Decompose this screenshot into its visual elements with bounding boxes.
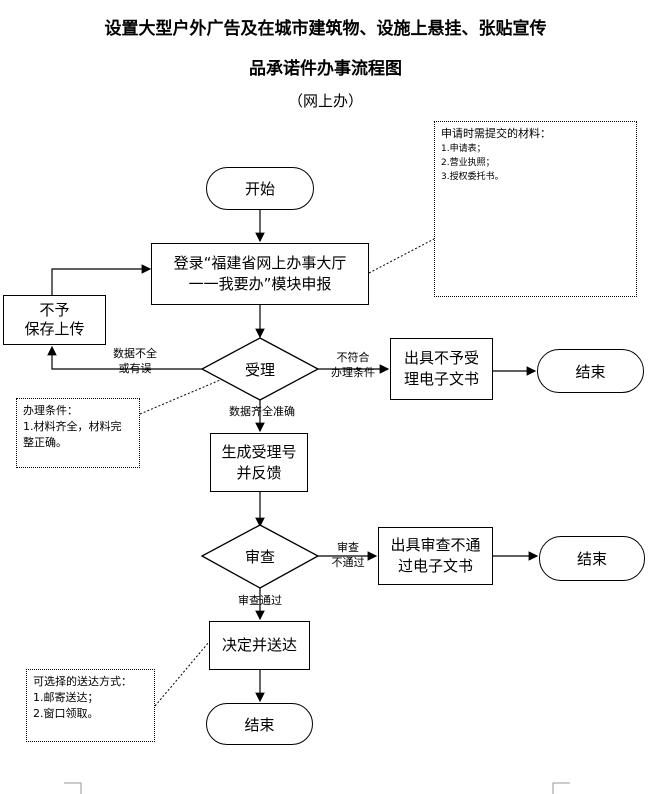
edge-label-incomplete: 数据不全 或有误 (113, 347, 157, 375)
edge-label-pass: 审查通过 (238, 594, 282, 607)
refuse-doc-box: 出具不予受 理电子文书 (390, 338, 493, 400)
review-label: 审查 (244, 548, 275, 566)
edge-label-not-meet: 不符合 办理条件 (331, 351, 375, 379)
conditions-note: 办理条件： 1.材料齐全，材料完 整正确。 (16, 398, 140, 468)
end-node-1: 结束 (537, 349, 644, 393)
materials-note: 申请时需提交的材料： 1.申请表； 2.营业执照； 3.授权委托书。 (434, 121, 637, 297)
accept-diamond (200, 337, 320, 401)
conditions-line-1: 1.材料齐全，材料完 (23, 420, 122, 433)
login-box: 登录“福建省网上办事大厅 一一我要办”模块申报 (151, 243, 369, 305)
reject-box: 不予 保存上传 (3, 295, 106, 345)
refuse-doc-line-1: 出具不予受 (403, 349, 479, 367)
refuse-doc-line-2: 理电子文书 (403, 370, 479, 388)
edge-label-complete: 数据齐全准确 (229, 405, 295, 418)
fail-doc-box: 出具审查不通 过电子文书 (378, 527, 493, 585)
edge-label-not-pass: 审查 不通过 (331, 541, 365, 569)
reject-line-2: 保存上传 (24, 320, 85, 338)
login-line-1: 登录“福建省网上办事大厅 (173, 254, 347, 272)
subtitle: （网上办） (287, 92, 363, 110)
conditions-line-2: 整正确。 (23, 436, 67, 449)
start-node: 开始 (206, 167, 314, 210)
generate-box: 生成受理号 并反馈 (210, 433, 308, 492)
materials-item: 1.申请表； (441, 144, 486, 154)
delivery-item: 2.窗口领取。 (33, 707, 99, 720)
review-diamond (200, 524, 320, 589)
login-line-2: 一一我要办”模块申报 (188, 275, 332, 293)
materials-heading: 申请时需提交的材料： (441, 127, 551, 140)
materials-item: 2.营业执照； (441, 158, 495, 168)
materials-item: 3.授权委托书。 (441, 172, 504, 182)
end-node-3: 结束 (206, 703, 313, 745)
generate-line-2: 并反馈 (236, 463, 282, 482)
decide-box: 决定并送达 (209, 621, 310, 670)
fail-doc-line-1: 出具审查不通 (390, 536, 481, 554)
title-line-1: 设置大型户外广告及在城市建筑物、设施上悬挂、张贴宣传 (104, 19, 547, 39)
reject-line-1: 不予 (39, 301, 70, 319)
accept-label: 受理 (244, 360, 275, 379)
title-line-2: 品承诺件办事流程图 (249, 59, 402, 79)
end-node-2: 结束 (539, 536, 645, 581)
delivery-item: 1.邮寄送达； (33, 691, 99, 704)
fail-doc-line-2: 过电子文书 (397, 557, 473, 575)
conditions-heading: 办理条件： (23, 404, 78, 417)
delivery-heading: 可选择的送达方式： (33, 675, 132, 688)
generate-line-1: 生成受理号 (221, 442, 297, 461)
delivery-note: 可选择的送达方式： 1.邮寄送达； 2.窗口领取。 (26, 669, 155, 742)
